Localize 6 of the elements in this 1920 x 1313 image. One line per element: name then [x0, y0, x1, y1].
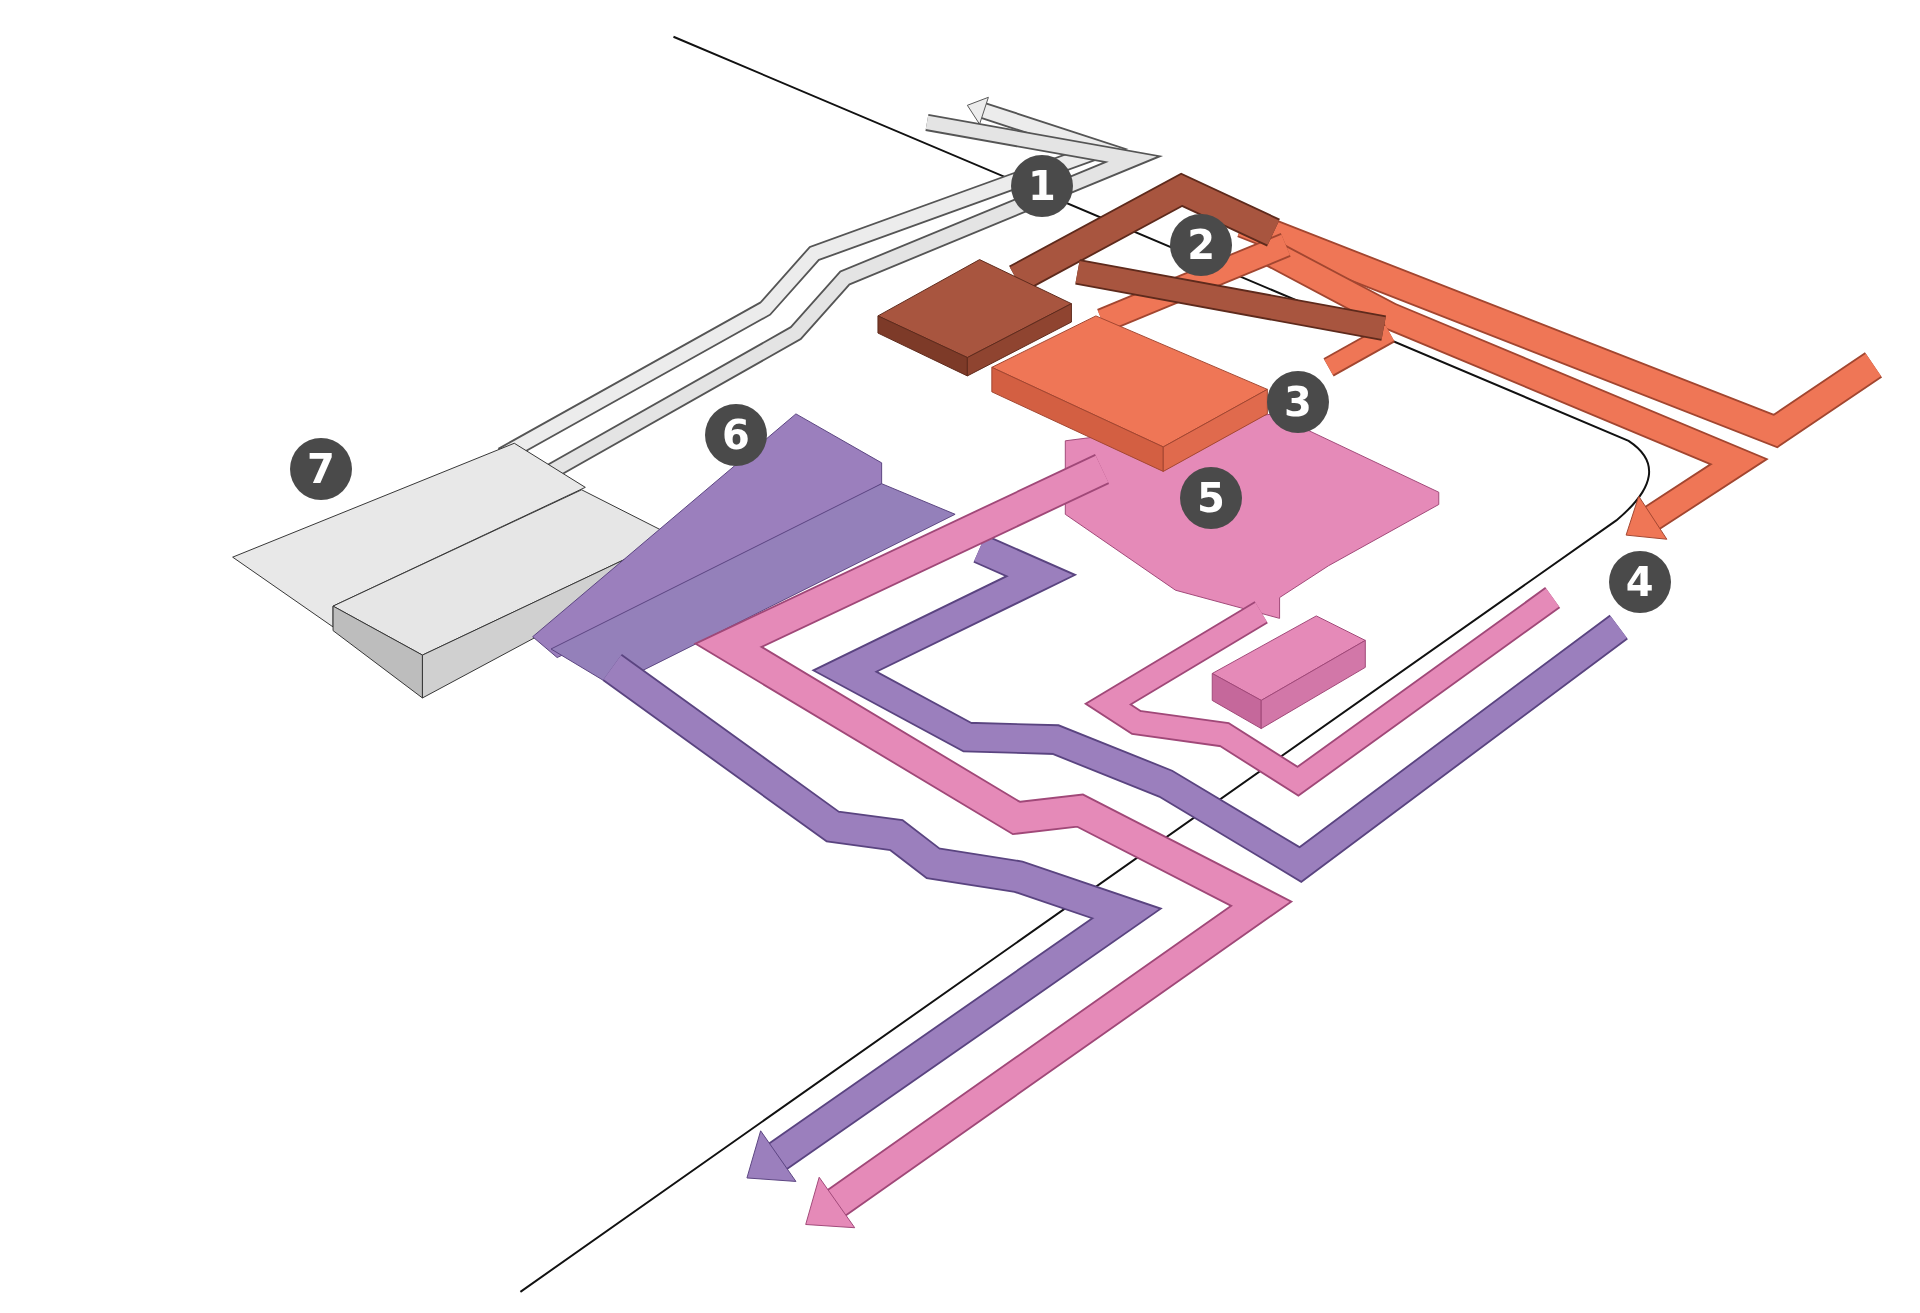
- callout-number: 1: [1011, 155, 1074, 218]
- callout-number: 4: [1608, 550, 1671, 613]
- callout-number: 3: [1266, 370, 1329, 433]
- callout-number: 2: [1170, 213, 1233, 276]
- callout-number: 6: [704, 403, 767, 466]
- callout-number: 7: [289, 437, 352, 500]
